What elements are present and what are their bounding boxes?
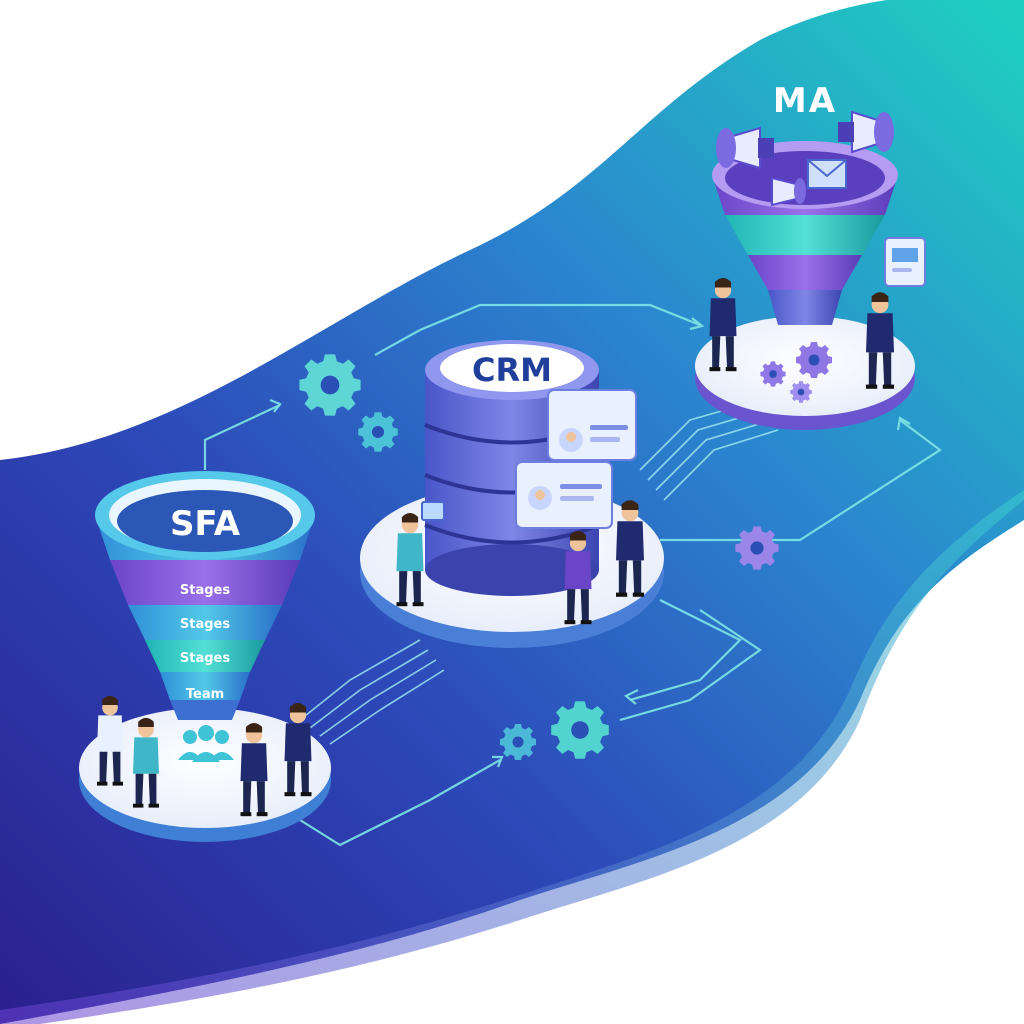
profile-card-icon-2 — [515, 461, 613, 529]
crm-title: CRM — [472, 351, 552, 389]
sfa-stage-label-3: Stages — [180, 651, 230, 666]
gear-icon-right — [735, 526, 779, 570]
profile-card-icon-1 — [547, 389, 637, 461]
sfa-stage-label-2: Stages — [180, 617, 230, 632]
sfa-stage-label-4: Team — [186, 687, 224, 702]
band-edge-highlight — [0, 490, 1024, 1024]
sfa-title: SFA — [170, 504, 241, 544]
megaphone-icon-small — [771, 176, 806, 207]
sfa-node: SFA Stages Stages Stages Team — [79, 471, 331, 842]
gear-icon-bottom-large — [551, 701, 609, 759]
chart-card-icon — [884, 237, 926, 287]
tablet-icon — [421, 501, 445, 521]
crm-node: CRM — [360, 340, 664, 648]
gear-icon-small-left — [358, 412, 398, 452]
megaphone-icon-left — [716, 126, 774, 170]
ma-node: MA — [695, 81, 926, 430]
ma-title: MA — [773, 81, 837, 121]
gear-icon-ma-2 — [760, 361, 786, 387]
gear-icon-large-left — [299, 354, 361, 416]
gear-icon-bottom-small — [500, 724, 536, 760]
gear-icon-ma-3 — [790, 381, 812, 403]
gear-icon-ma-1 — [796, 342, 832, 378]
team-icon — [178, 725, 234, 762]
megaphone-icon-right — [838, 110, 894, 154]
sfa-stage-label-1: Stages — [180, 583, 230, 598]
envelope-icon — [807, 159, 847, 189]
flow-connections — [203, 303, 942, 847]
